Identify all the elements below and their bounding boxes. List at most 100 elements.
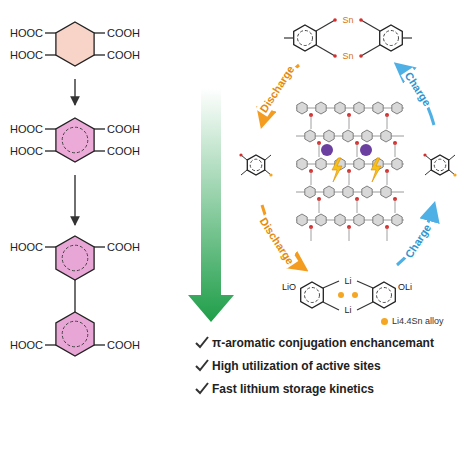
framework-ring bbox=[362, 186, 372, 198]
atom-label: Li bbox=[344, 304, 351, 316]
atom-label: Sn bbox=[342, 50, 353, 62]
bond-line bbox=[361, 45, 380, 56]
framework-line bbox=[311, 115, 312, 129]
aromatic-ring bbox=[377, 288, 392, 303]
benzene-ring bbox=[56, 118, 94, 162]
bond-line bbox=[45, 150, 56, 151]
alloy-dot bbox=[453, 173, 456, 176]
bond-line bbox=[402, 37, 412, 38]
aromatic-ring bbox=[62, 127, 88, 153]
bond-line bbox=[94, 150, 105, 151]
benzene-ring bbox=[380, 25, 403, 51]
aromatic-ring bbox=[62, 321, 88, 347]
bond-line bbox=[357, 302, 373, 310]
framework-ring bbox=[324, 130, 334, 142]
framework-ring bbox=[335, 214, 345, 226]
crystal-structure bbox=[296, 102, 404, 241]
bond-line bbox=[323, 302, 339, 310]
bond-line bbox=[45, 246, 56, 247]
benzene-ring bbox=[301, 282, 324, 308]
framework-line bbox=[395, 199, 396, 213]
bond-line bbox=[45, 128, 56, 129]
framework-ring bbox=[343, 186, 353, 198]
bond-line bbox=[425, 170, 431, 175]
oxygen-atom bbox=[239, 153, 242, 156]
framework-ring bbox=[316, 214, 326, 226]
aromatic-ring bbox=[62, 245, 88, 271]
framework-ring bbox=[362, 130, 372, 142]
lithium-ion bbox=[360, 144, 372, 156]
bond-line bbox=[45, 54, 56, 55]
framework-ring bbox=[373, 214, 383, 226]
process-label: Charge bbox=[401, 220, 436, 263]
oxygen-atom bbox=[359, 18, 363, 22]
carboxyl-label: COOH bbox=[107, 240, 140, 254]
aromatic-ring bbox=[250, 159, 262, 171]
carboxyl-label: COOH bbox=[107, 144, 140, 158]
bond-line bbox=[265, 155, 271, 160]
carboxyl-label: HOOC bbox=[10, 338, 43, 352]
framework-ring bbox=[316, 158, 326, 170]
molecule-node: HOOC COOH HOOC COOH bbox=[5, 228, 145, 368]
reaction-arrow bbox=[74, 175, 75, 225]
check-mark bbox=[196, 360, 208, 370]
oxygen-atom bbox=[423, 153, 426, 156]
trend-arrow bbox=[188, 88, 234, 322]
framework-line bbox=[319, 143, 320, 157]
framework-ring bbox=[354, 102, 364, 114]
framework-line bbox=[311, 171, 312, 185]
bond-line bbox=[284, 37, 294, 38]
feature-text: π-aromatic conjugation enchancemant bbox=[212, 336, 434, 351]
framework-ring bbox=[392, 158, 402, 170]
legend-swatch bbox=[381, 318, 388, 325]
benzene-ring bbox=[56, 236, 94, 280]
carboxyl-label: HOOC bbox=[10, 26, 43, 40]
process-label: Discharge bbox=[256, 213, 299, 269]
carboxyl-label: HOOC bbox=[10, 144, 43, 158]
aromatic-ring bbox=[434, 159, 446, 171]
framework-line bbox=[357, 143, 358, 157]
framework-ring bbox=[305, 130, 315, 142]
alloy-dot bbox=[338, 292, 344, 298]
atom-label: OLi bbox=[398, 281, 412, 293]
framework-ring bbox=[381, 130, 391, 142]
benzene-ring bbox=[431, 155, 448, 175]
framework-line bbox=[349, 115, 350, 129]
atom-label: Sn bbox=[342, 14, 353, 26]
check-mark bbox=[196, 337, 208, 347]
molecule-drawing bbox=[5, 108, 145, 172]
framework-ring bbox=[324, 186, 334, 198]
bond-line bbox=[45, 344, 56, 345]
bond-line bbox=[449, 155, 455, 160]
carboxyl-label: COOH bbox=[107, 338, 140, 352]
lightning-bolt bbox=[371, 158, 381, 182]
carboxyl-label: COOH bbox=[107, 26, 140, 40]
framework-ring bbox=[354, 214, 364, 226]
framework-ring bbox=[343, 130, 353, 142]
framework-line bbox=[357, 199, 358, 213]
framework-line bbox=[311, 227, 312, 241]
framework-ring bbox=[297, 214, 307, 226]
framework-ring bbox=[297, 102, 307, 114]
aromatic-ring bbox=[298, 31, 313, 46]
lightning-bolt bbox=[332, 158, 342, 182]
framework-ring bbox=[335, 102, 345, 114]
framework-ring bbox=[373, 102, 383, 114]
bond-line bbox=[94, 32, 105, 33]
carboxyl-label: COOH bbox=[107, 122, 140, 136]
framework-ring bbox=[392, 102, 402, 114]
lithium-ion bbox=[321, 144, 333, 156]
carboxyl-label: HOOC bbox=[10, 48, 43, 62]
framework-line bbox=[387, 171, 388, 185]
bond-line bbox=[94, 246, 105, 247]
benzene-ring bbox=[247, 155, 264, 175]
bond-line bbox=[361, 20, 380, 31]
molecule-node: HOOCCOOHHOOCCOOH bbox=[5, 108, 145, 172]
bond-line bbox=[241, 170, 247, 175]
carboxyl-label: HOOC bbox=[10, 240, 43, 254]
molecule-node: HOOCCOOHHOOCCOOH bbox=[5, 12, 145, 76]
molecule-drawing bbox=[5, 12, 145, 76]
